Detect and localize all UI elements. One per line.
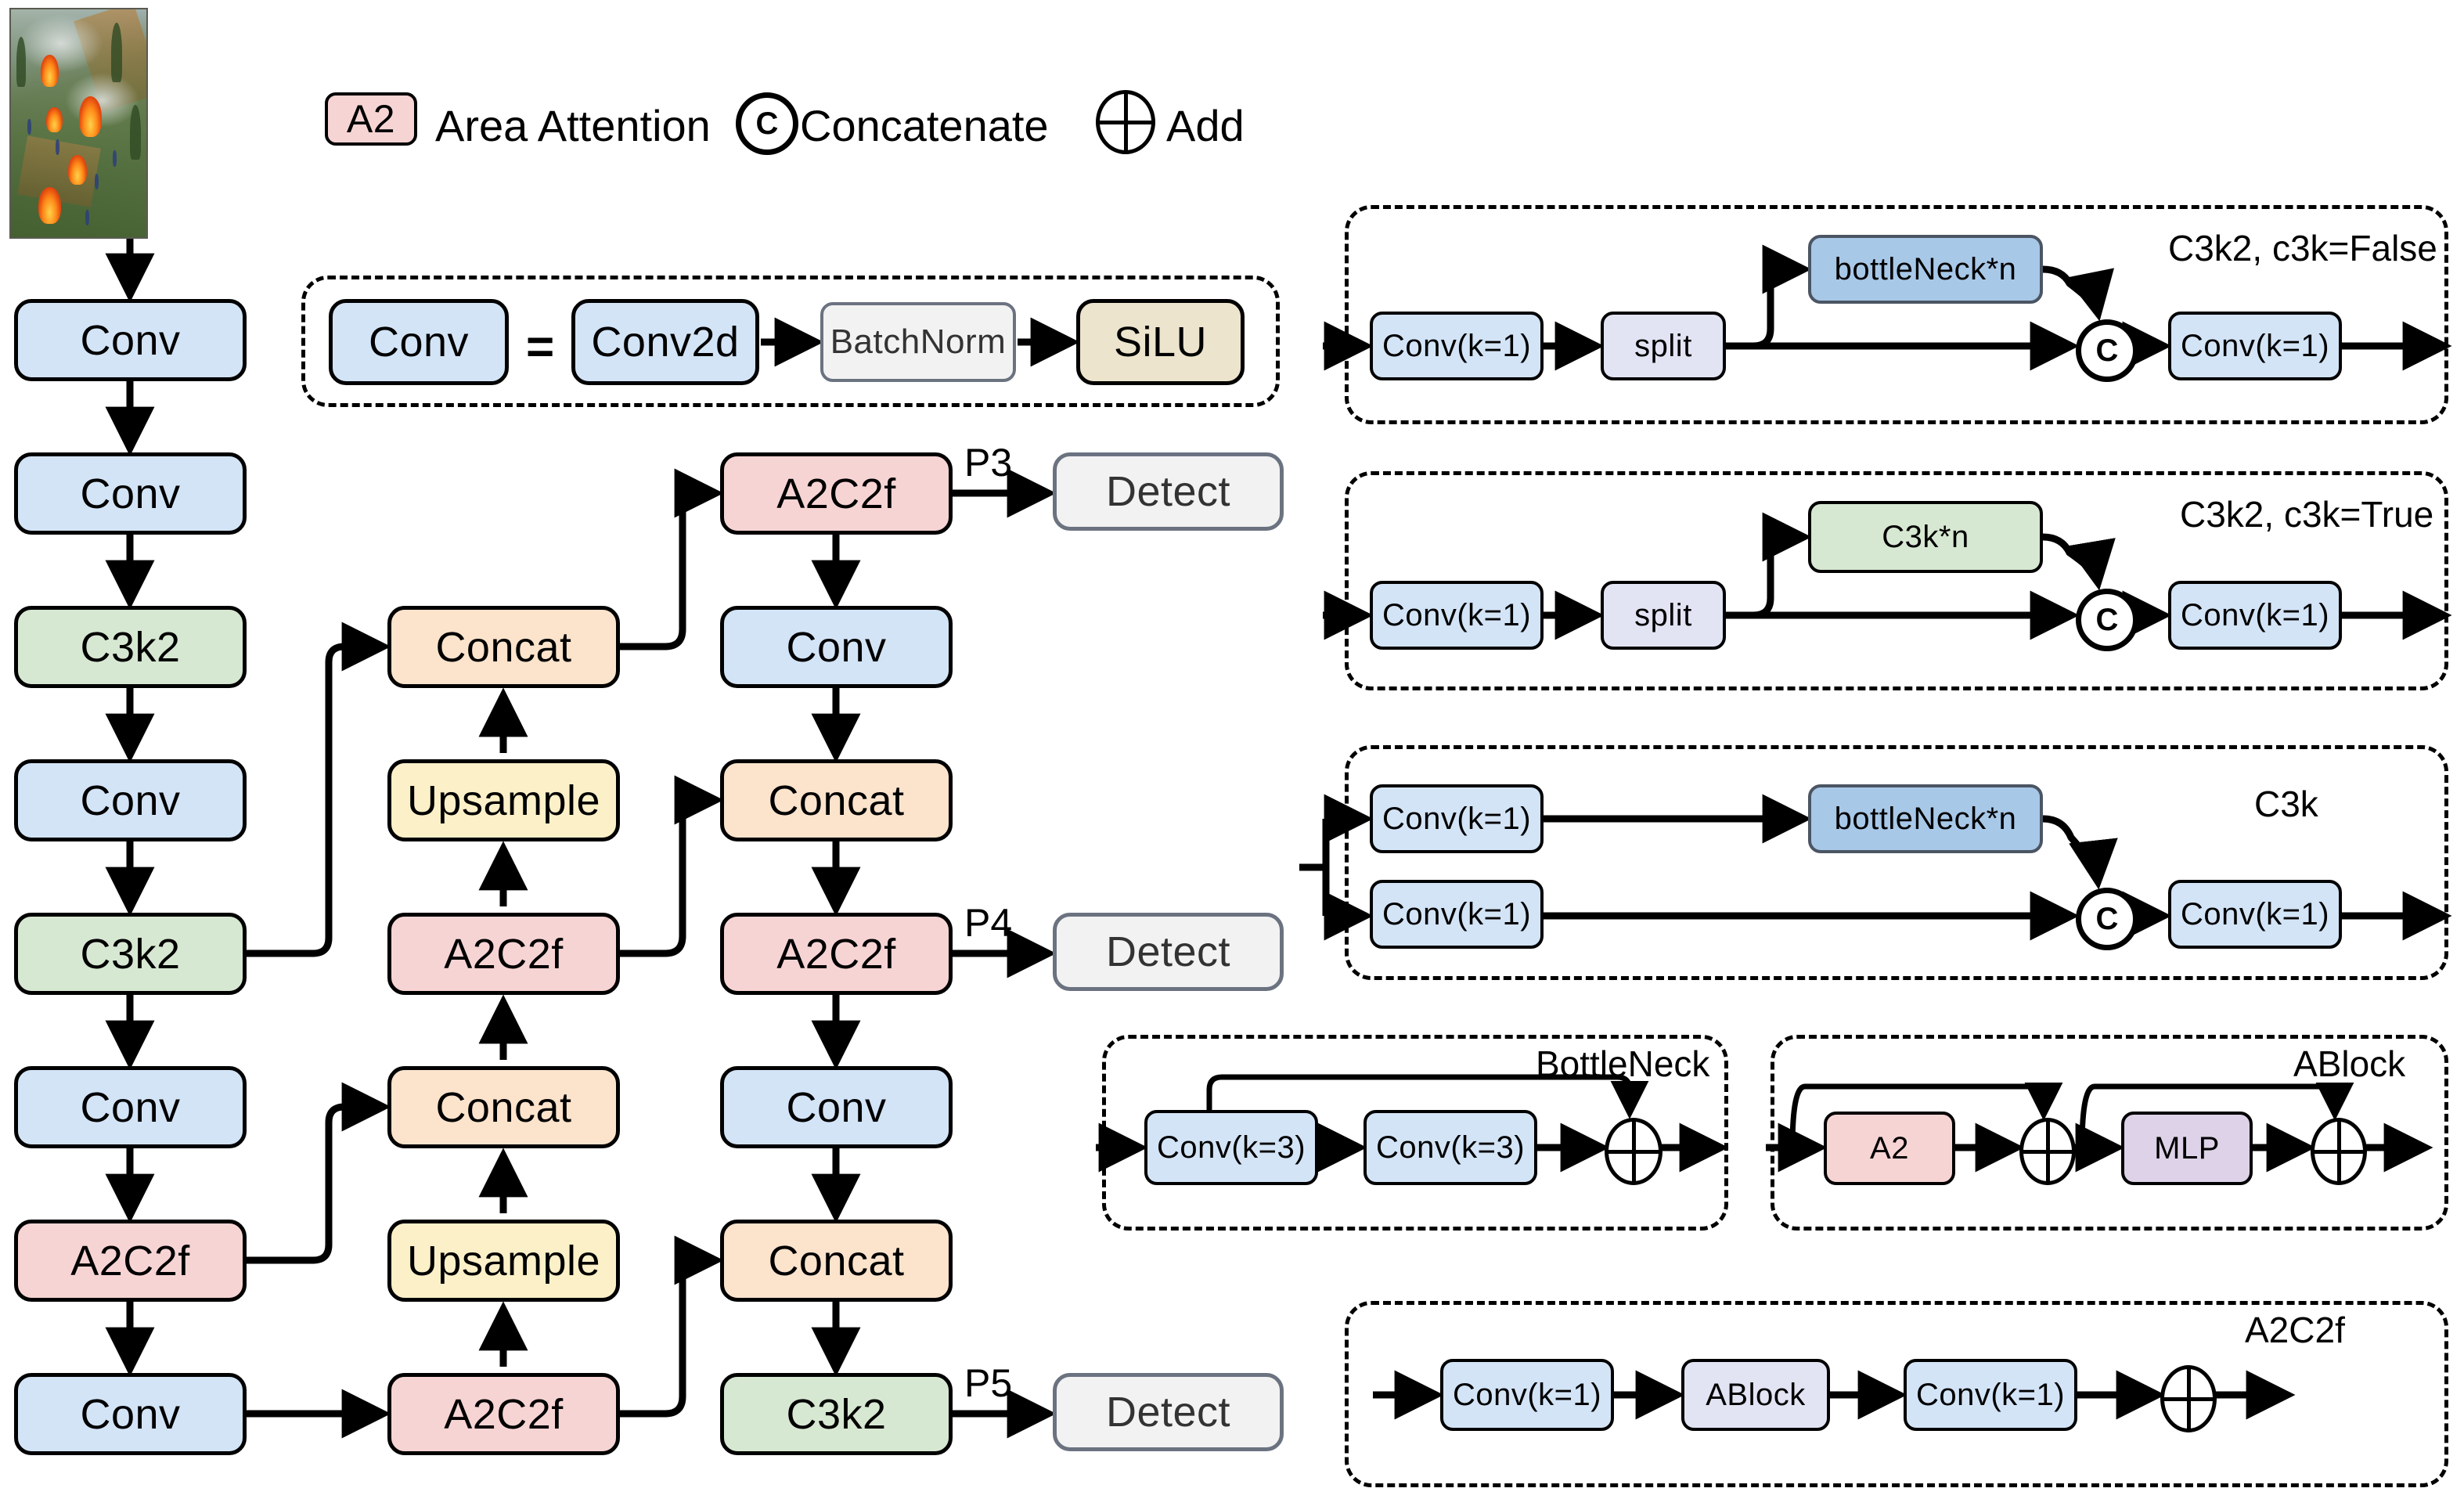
photo-person [85, 210, 90, 226]
panel-c3k2-false-title: C3k2, c3k=False [2168, 228, 2437, 268]
panel-a2c2f-title: A2C2f [2245, 1310, 2345, 1350]
panel-ablock [1771, 1035, 2448, 1231]
panel-c3k2-false [1345, 205, 2448, 424]
neck-a2c2f-2: A2C2f [387, 1373, 620, 1455]
backbone-conv-1: Conv [14, 299, 247, 381]
legend-add-icon [1096, 90, 1155, 154]
input-image [9, 8, 148, 239]
p5-add-1 [2019, 1118, 2076, 1185]
p2-c3k: C3k*n [1808, 501, 2043, 573]
p6-ablock: ABlock [1681, 1359, 1830, 1431]
head-a2c2f-p3: A2C2f [720, 452, 953, 535]
photo-smoke [65, 73, 140, 128]
p4-add-icon [1605, 1118, 1662, 1185]
p3-conv-bottom: Conv(k=1) [1370, 880, 1544, 949]
head-concat-2: Concat [720, 1220, 953, 1302]
head-conv-2: Conv [720, 1066, 953, 1148]
legend-concatenate-label: Concatenate [800, 101, 1049, 150]
conv-def-equals: = [526, 320, 555, 374]
p3-conv-top: Conv(k=1) [1370, 784, 1544, 853]
panel-ablock-title: ABlock [2293, 1043, 2406, 1084]
p1-conv-out: Conv(k=1) [2168, 312, 2342, 380]
p4-conv-2: Conv(k=3) [1363, 1110, 1537, 1185]
p3-concat-icon: C [2076, 888, 2138, 950]
panel-c3k2-true-title: C3k2, c3k=True [2180, 494, 2434, 535]
photo-person [27, 118, 31, 135]
backbone-c3k2-1: C3k2 [14, 606, 247, 688]
tap-label-p5: P5 [964, 1361, 1013, 1405]
p1-bottleneck: bottleNeck*n [1808, 235, 2043, 304]
photo-fire [38, 186, 61, 224]
photo-fire [45, 107, 63, 133]
p3-bottleneck: bottleNeck*n [1808, 784, 2043, 853]
panel-bottleneck-title: BottleNeck [1536, 1043, 1710, 1084]
detect-head-p4: Detect [1053, 913, 1284, 991]
p6-conv-in: Conv(k=1) [1440, 1359, 1614, 1431]
p2-conv-out: Conv(k=1) [2168, 581, 2342, 650]
conv-def-batchnorm: BatchNorm [820, 302, 1016, 382]
p1-concat-icon: C [2076, 319, 2138, 382]
panel-a2c2f [1345, 1301, 2448, 1487]
head-c3k2-p5: C3k2 [720, 1373, 953, 1455]
conv-def-silu: SiLU [1076, 299, 1245, 385]
photo-person [56, 139, 60, 156]
head-conv-1: Conv [720, 606, 953, 688]
neck-a2c2f-1: A2C2f [387, 913, 620, 995]
backbone-conv-4: Conv [14, 1066, 247, 1148]
legend-concatenate-icon: C [736, 92, 798, 155]
photo-smoke [19, 13, 103, 74]
neck-concat-2: Concat [387, 1066, 620, 1148]
detect-head-p5: Detect [1053, 1373, 1284, 1451]
backbone-c3k2-2: C3k2 [14, 913, 247, 995]
p6-add-icon [2160, 1365, 2217, 1432]
p2-concat-icon: C [2076, 589, 2138, 651]
backbone-conv-3: Conv [14, 759, 247, 841]
p5-add-2 [2311, 1118, 2367, 1185]
legend-add-label: Add [1166, 101, 1245, 150]
panel-c3k2-true [1345, 471, 2448, 690]
legend-area-attention-label: Area Attention [435, 101, 711, 150]
photo-tree [111, 23, 122, 83]
p2-split: split [1601, 581, 1726, 650]
p4-conv-1: Conv(k=3) [1144, 1110, 1318, 1185]
p1-conv-in: Conv(k=1) [1370, 312, 1544, 380]
legend-a2-chip: A2 [325, 92, 417, 146]
panel-c3k [1345, 745, 2448, 980]
detect-head-p3: Detect [1053, 452, 1284, 531]
conv-def-conv: Conv [329, 299, 509, 385]
p5-a2: A2 [1824, 1112, 1955, 1185]
conv-def-conv2d: Conv2d [571, 299, 759, 385]
photo-person [95, 173, 99, 189]
photo-tree [16, 36, 27, 87]
head-concat-1: Concat [720, 759, 953, 841]
p1-split: split [1601, 312, 1726, 380]
neck-upsample-2: Upsample [387, 1220, 620, 1302]
panel-c3k-title: C3k [2254, 784, 2318, 824]
photo-fire [67, 155, 87, 186]
photo-tree [130, 105, 142, 160]
conv-definition-panel [301, 276, 1280, 407]
neck-concat-1: Concat [387, 606, 620, 688]
p2-conv-in: Conv(k=1) [1370, 581, 1544, 650]
neck-upsample-1: Upsample [387, 759, 620, 841]
head-a2c2f-p4: A2C2f [720, 913, 953, 995]
backbone-conv-2: Conv [14, 452, 247, 535]
tap-label-p3: P3 [964, 441, 1013, 485]
p6-conv-out: Conv(k=1) [1904, 1359, 2077, 1431]
photo-fire [78, 95, 102, 137]
tap-label-p4: P4 [964, 901, 1013, 945]
p5-mlp: MLP [2121, 1112, 2253, 1185]
photo-person [112, 150, 117, 167]
backbone-a2c2f: A2C2f [14, 1220, 247, 1302]
p3-conv-out: Conv(k=1) [2168, 880, 2342, 949]
backbone-conv-5: Conv [14, 1373, 247, 1455]
photo-fire [41, 55, 59, 87]
